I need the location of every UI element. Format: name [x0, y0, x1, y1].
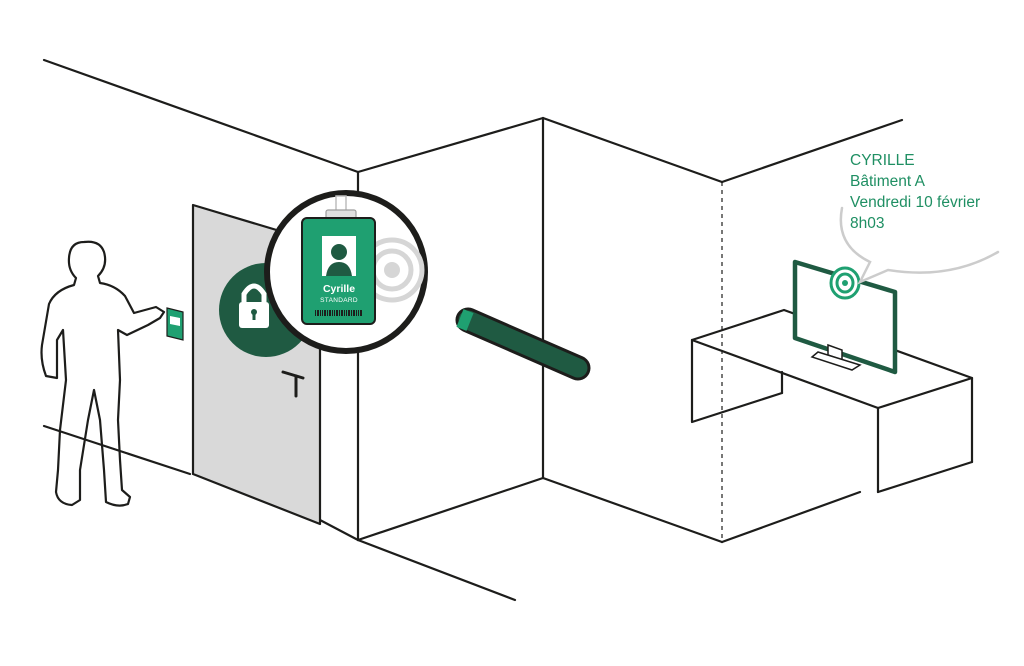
notification-time: 8h03 — [850, 215, 884, 232]
person-silhouette-icon — [40, 240, 166, 507]
door-handle — [281, 370, 305, 398]
notification-date: Vendredi 10 février — [850, 194, 980, 211]
desk — [690, 308, 974, 494]
badge-role: STANDARD — [320, 297, 358, 304]
notification-building: Bâtiment A — [850, 173, 926, 190]
badge-name: Cyrille — [323, 283, 355, 295]
badge-barcode — [315, 310, 362, 316]
badge-photo-icon — [322, 236, 356, 276]
id-badge: Cyrille STANDARD — [301, 195, 376, 325]
monitor-icon — [792, 259, 898, 375]
notification-name: CYRILLE — [850, 152, 915, 169]
card-reader-icon — [166, 307, 184, 341]
target-icon — [829, 266, 861, 300]
notification-bubble: CYRILLE Bâtiment A Vendredi 10 février 8… — [839, 152, 1000, 285]
